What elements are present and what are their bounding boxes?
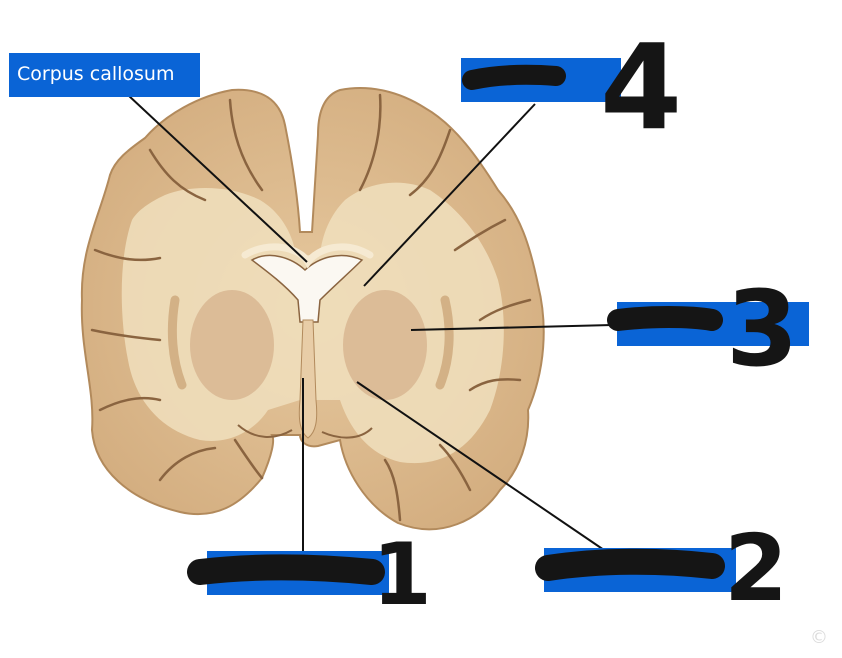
- leader-lines: [127, 94, 613, 552]
- number-1: 1: [372, 525, 432, 625]
- midline-structures: [298, 319, 318, 439]
- leader-line-2: [356, 381, 605, 551]
- coronal-brain-section: [80, 87, 545, 531]
- corpus-callosum-band: [241, 243, 374, 269]
- hippocampal-region-right: [321, 427, 373, 439]
- corpus-callosum-label: Corpus callosum: [9, 53, 200, 97]
- scribble-1: [187, 554, 385, 585]
- scribble-3: [607, 306, 723, 331]
- left-deep-grey-matter: [190, 290, 274, 400]
- insula: [167, 295, 454, 390]
- scribble-4: [462, 64, 566, 90]
- copyright-mark: ©: [810, 627, 828, 648]
- leader-line-4: [363, 103, 536, 287]
- redaction-scribbles: [187, 64, 725, 585]
- lateral-ventricles: [250, 254, 364, 323]
- number-3: 3: [726, 268, 798, 390]
- handwritten-numbers: 4 3 2 1: [372, 18, 798, 625]
- right-deep-grey-matter: [343, 290, 427, 400]
- scribble-2: [535, 548, 725, 581]
- hippocampal-region-left: [237, 424, 293, 438]
- number-2: 2: [724, 515, 788, 622]
- number-4: 4: [600, 18, 682, 156]
- leader-line-3: [410, 324, 613, 331]
- leader-line-corpus-callosum: [127, 94, 308, 263]
- sulci: [90, 93, 532, 522]
